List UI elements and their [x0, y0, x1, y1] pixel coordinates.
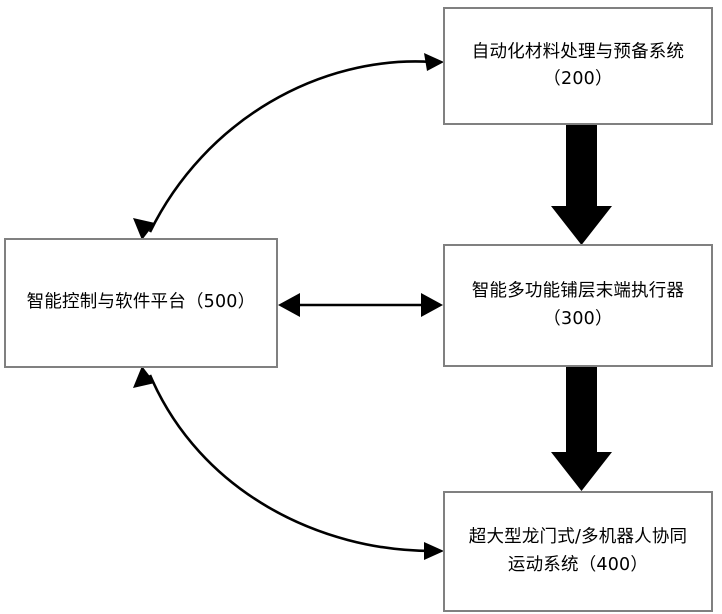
node-200-label: 自动化材料处理与预备系统 （200）	[471, 41, 685, 89]
arrowhead-to-400	[424, 542, 444, 560]
node-400-label: 超大型龙门式/多机器人协同 运动系统（400）	[468, 527, 688, 575]
node-intelligent-multifunction-layup-end-effector[interactable]: 智能多功能铺层末端执行器 （300）	[443, 244, 713, 367]
node-300-label: 智能多功能铺层末端执行器 （300）	[471, 281, 685, 329]
node-500-label: 智能控制与软件平台（500）	[26, 292, 256, 313]
arrowhead-to-300	[421, 293, 443, 317]
arrowhead-to-200	[424, 53, 444, 71]
node-gantry-multirobot-motion-system[interactable]: 超大型龙门式/多机器人协同 运动系统（400）	[443, 491, 713, 612]
arrowhead-to-500	[133, 218, 155, 240]
edge-500-300	[278, 293, 443, 317]
edge-300-400	[551, 367, 612, 491]
arrowhead-to-500	[133, 366, 155, 388]
node-intelligent-control-software-platform[interactable]: 智能控制与软件平台（500）	[4, 238, 278, 368]
edge-500-200	[133, 53, 444, 240]
edge-500-400	[133, 366, 444, 560]
edge-200-300	[551, 124, 612, 245]
arrowhead-to-500	[278, 293, 300, 317]
node-automated-material-handling-system[interactable]: 自动化材料处理与预备系统 （200）	[443, 7, 713, 125]
